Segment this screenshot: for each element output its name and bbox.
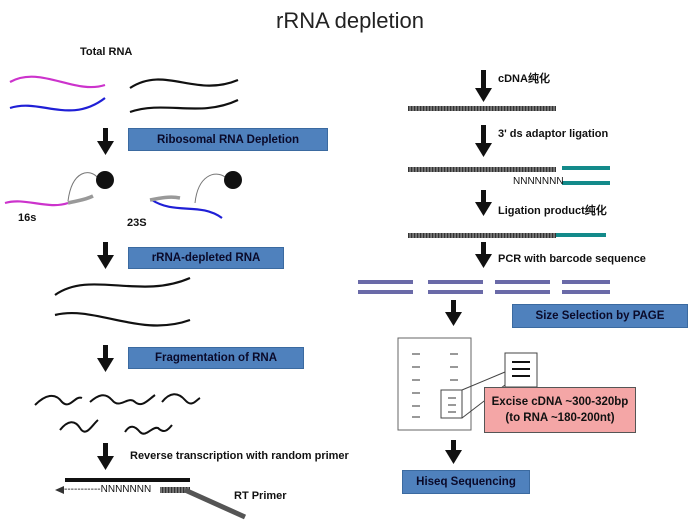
16s-hatched-probe xyxy=(67,194,94,205)
down-arrow-r5 xyxy=(445,300,462,326)
down-arrow-r4 xyxy=(475,242,492,268)
23s-hatched-probe xyxy=(149,195,181,202)
label-16s: 16s xyxy=(18,212,37,224)
down-arrow-3 xyxy=(97,345,114,372)
depleted-strand-2 xyxy=(54,311,191,327)
cdna-strand-3 xyxy=(408,233,556,238)
rt-primer-tail xyxy=(183,487,247,520)
primer-sequence-label: -----------NNNNNNN xyxy=(64,484,152,495)
rt-primer-label: RT Primer xyxy=(234,490,287,502)
ligated-adaptor xyxy=(556,233,606,237)
16s-linker xyxy=(67,172,99,202)
adaptor-ligation-label: 3' ds adaptor ligation xyxy=(498,128,609,140)
ligation-product-label: Ligation product纯化 xyxy=(498,205,607,217)
hiseq-sequencing-box: Hiseq Sequencing xyxy=(402,470,530,494)
depleted-strand-1 xyxy=(54,276,191,296)
zoom-bands xyxy=(512,361,530,377)
total-rna-magenta-strand xyxy=(9,75,106,89)
rt-primer-hatched xyxy=(160,487,190,493)
adaptor-top xyxy=(562,166,610,170)
down-arrow-r6 xyxy=(445,440,462,464)
gel-bands xyxy=(412,353,458,418)
excise-cdna-box: Excise cDNA ~300-320bp (to RNA ~180-200n… xyxy=(484,387,636,433)
reverse-transcription-label: Reverse transcription with random primer xyxy=(130,450,349,462)
pcr-barcode-label: PCR with barcode sequence xyxy=(498,253,646,265)
fragmentation-box: Fragmentation of RNA xyxy=(128,347,304,369)
excise-line-1: Excise cDNA ~300-320bp xyxy=(491,396,629,408)
cdna-strand-1 xyxy=(408,106,556,111)
label-23s: 23S xyxy=(127,217,147,229)
total-rna-black-strand-1 xyxy=(129,78,239,89)
down-arrow-4 xyxy=(97,443,114,470)
cdna-strand-2 xyxy=(408,167,556,172)
down-arrow-r2 xyxy=(475,125,492,157)
total-rna-blue-strand xyxy=(9,97,106,112)
primer-arrowhead xyxy=(55,486,64,494)
gel-excise-region xyxy=(440,389,463,419)
total-rna-label: Total RNA xyxy=(80,46,133,58)
16s-bead xyxy=(96,171,114,189)
total-rna-black-strand-2 xyxy=(129,99,239,114)
adaptor-bottom xyxy=(562,181,610,185)
down-arrow-r1 xyxy=(475,70,492,102)
down-arrow-r3 xyxy=(475,190,492,216)
down-arrow-2 xyxy=(97,242,114,269)
ribosomal-depletion-box: Ribosomal RNA Depletion xyxy=(128,128,328,151)
cdna-purify-label: cDNA纯化 xyxy=(498,73,550,85)
diagram-title: rRNA depletion xyxy=(276,8,424,33)
down-arrow-1 xyxy=(97,128,114,155)
nnn-sequence-label: NNNNNNN xyxy=(513,176,564,187)
size-selection-box: Size Selection by PAGE xyxy=(512,304,688,328)
pcr-products xyxy=(358,280,610,294)
rna-fragments xyxy=(34,393,201,435)
23s-linker xyxy=(194,173,226,204)
rrna-depleted-box: rRNA-depleted RNA xyxy=(128,247,284,269)
zoom-line-top xyxy=(461,371,506,391)
23s-bead xyxy=(224,171,242,189)
23s-blue-strand xyxy=(151,199,223,219)
excise-line-2: (to RNA ~180-200nt) xyxy=(505,412,615,424)
16s-magenta-strand xyxy=(4,200,69,207)
